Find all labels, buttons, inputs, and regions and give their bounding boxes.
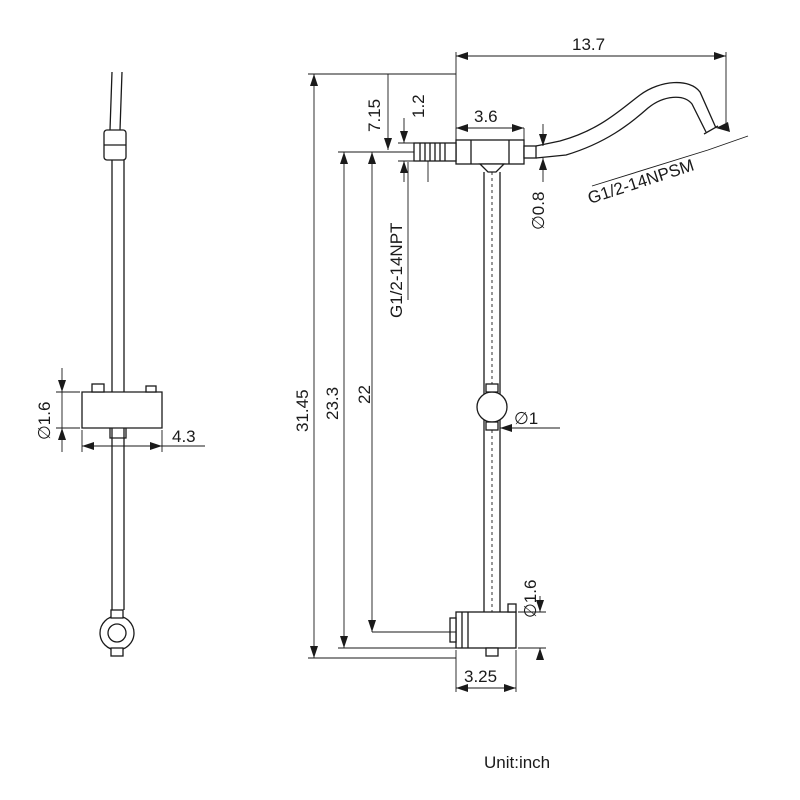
arm-thread-arrow xyxy=(716,122,730,132)
rod-height-dim-line xyxy=(371,152,456,633)
total-height-arrow-bottom xyxy=(310,646,318,658)
side-mount-top-screw xyxy=(110,609,124,619)
side-wall-mount-outer xyxy=(99,615,135,651)
front-base-pin xyxy=(507,603,517,613)
base-dia-arrow-top xyxy=(536,600,544,612)
slider-dia-arrow-bottom xyxy=(58,428,66,440)
mid-height-label: 23.3 xyxy=(323,387,342,420)
reach-arrow-left xyxy=(456,52,468,60)
side-top-pipe xyxy=(109,71,123,131)
front-tee-lines xyxy=(470,140,510,164)
mid-height-arrow-top xyxy=(340,152,348,164)
front-view: 13.7 3.6 7.15 1.2 G1/2-14NPT ∅0.8 G1/2-1… xyxy=(293,35,749,692)
side-view: ∅1.6 4.3 xyxy=(35,71,205,657)
base-dia-arrow-bottom xyxy=(536,648,544,660)
side-slider-knob-left xyxy=(91,383,105,393)
total-height-arrow-top xyxy=(310,74,318,86)
side-slider-knob-right xyxy=(145,385,157,393)
mid-height-dim-line xyxy=(338,151,456,649)
outlet-dia-arrow-top xyxy=(539,134,547,146)
slider-depth-dim-line xyxy=(81,430,205,452)
outlet-dia-label: ∅0.8 xyxy=(529,192,548,230)
fitting-len-arrow-top xyxy=(400,131,408,143)
slider-depth-label: 4.3 xyxy=(172,427,196,446)
front-slider-knob xyxy=(476,391,508,423)
reach-dim-line xyxy=(455,52,727,140)
front-arm-tip xyxy=(703,125,719,135)
slider-depth-arrow-left xyxy=(82,442,94,450)
slider-dia-arrow-top xyxy=(58,380,66,392)
outlet-dia-arrow-bottom xyxy=(539,158,547,170)
top-offset-dim-line xyxy=(382,73,456,150)
front-shower-arm xyxy=(535,81,717,147)
tee-width-label: 3.6 xyxy=(474,107,498,126)
fitting-len-label: 1.2 xyxy=(409,94,428,118)
base-width-label: 3.25 xyxy=(464,667,497,686)
top-offset-label: 7.15 xyxy=(365,99,384,132)
front-base-block xyxy=(455,611,517,649)
side-wall-mount-inner xyxy=(107,623,127,643)
front-rod xyxy=(483,172,501,612)
front-base-cap xyxy=(449,617,457,643)
base-dia-label: ∅1.6 xyxy=(521,580,540,618)
front-base-screw xyxy=(485,647,499,657)
tee-width-arrow-left xyxy=(456,124,468,132)
front-slider-top xyxy=(485,383,499,393)
side-rod xyxy=(111,160,125,610)
base-width-arrow-right xyxy=(504,684,516,692)
unit-label: Unit:inch xyxy=(484,753,550,772)
arm-thread-leader xyxy=(591,135,749,187)
rod-dia-arrow xyxy=(500,424,512,432)
front-tee-down xyxy=(478,163,506,173)
rod-dia-label: ∅1 xyxy=(514,409,538,428)
rod-height-arrow-top xyxy=(368,152,376,164)
top-thread-label: G1/2-14NPT xyxy=(387,223,406,318)
side-slider-clamp xyxy=(109,428,127,439)
rod-height-label: 22 xyxy=(355,385,374,404)
total-height-dim-line xyxy=(308,73,456,659)
mid-height-arrow-bottom xyxy=(340,636,348,648)
front-outlet-nub xyxy=(523,145,537,159)
total-height-label: 31.45 xyxy=(293,389,312,432)
tee-width-arrow-right xyxy=(512,124,524,132)
top-offset-arrow xyxy=(384,138,392,150)
rod-height-arrow-bottom xyxy=(368,620,376,632)
reach-label: 13.7 xyxy=(572,35,605,54)
fitting-len-arrow-bottom xyxy=(400,161,408,173)
side-mount-bottom-screw xyxy=(110,647,124,657)
base-width-arrow-left xyxy=(456,684,468,692)
front-shower-arm-inner xyxy=(535,96,707,159)
front-tee-body xyxy=(455,139,525,165)
slider-dia-label: ∅1.6 xyxy=(35,402,54,440)
side-slider xyxy=(81,391,163,429)
front-fitting-thread xyxy=(419,143,446,161)
front-slider-bottom xyxy=(485,421,499,431)
arm-thread-label: G1/2-14NPSM xyxy=(585,156,696,208)
reach-arrow-right xyxy=(714,52,726,60)
front-base-lines xyxy=(461,612,469,648)
slider-depth-arrow-right xyxy=(150,442,162,450)
